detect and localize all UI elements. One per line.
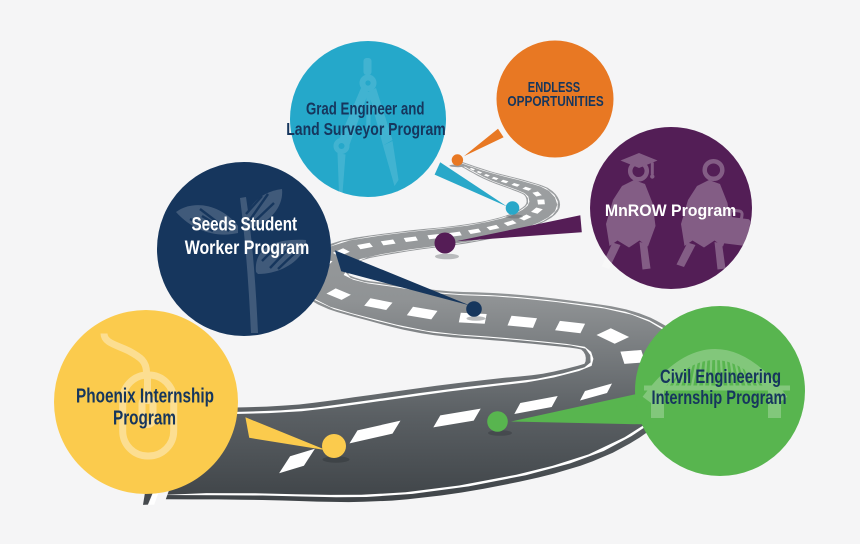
svg-text:Worker Program: Worker Program bbox=[185, 238, 310, 259]
svg-text:MnROW Program: MnROW Program bbox=[605, 201, 736, 220]
svg-text:Civil Engineering: Civil Engineering bbox=[660, 366, 781, 388]
svg-text:Seeds Student: Seeds Student bbox=[192, 214, 298, 235]
svg-text:Land Surveyor Program: Land Surveyor Program bbox=[286, 119, 446, 139]
svg-text:Internship Program: Internship Program bbox=[652, 387, 787, 409]
svg-text:Program: Program bbox=[113, 408, 176, 430]
svg-text:ENDLESS: ENDLESS bbox=[528, 80, 581, 96]
svg-text:OPPORTUNITIES: OPPORTUNITIES bbox=[507, 94, 604, 110]
svg-text:Phoenix Internship: Phoenix Internship bbox=[76, 386, 214, 408]
svg-text:Grad Engineer and: Grad Engineer and bbox=[306, 99, 425, 119]
